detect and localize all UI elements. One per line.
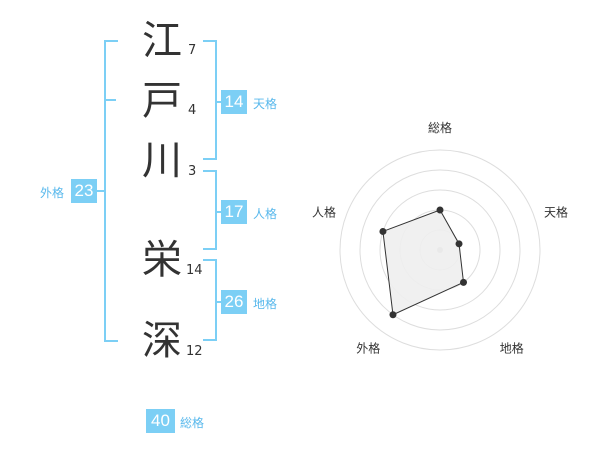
chikaku-connector bbox=[215, 301, 222, 303]
radar-grid-ring bbox=[379, 189, 501, 311]
gaikaku-bracket-tick bbox=[104, 99, 116, 101]
radar-point-3 bbox=[460, 278, 468, 286]
radar-axis-label-3: 地格 bbox=[500, 341, 524, 356]
gaikaku-connector bbox=[97, 190, 106, 192]
name-char-3: 川 bbox=[142, 138, 182, 184]
jinkaku-connector bbox=[215, 211, 222, 213]
chikaku-bracket bbox=[203, 259, 217, 341]
jinkaku-bracket bbox=[203, 170, 217, 250]
radar-point-1 bbox=[436, 206, 444, 214]
radar-axis-label-2: 天格 bbox=[544, 204, 568, 219]
radar-point-4 bbox=[389, 311, 397, 319]
tenkaku-value: 14 bbox=[221, 90, 247, 114]
chikaku-value: 26 bbox=[221, 290, 247, 314]
jinkaku-label: 人格 bbox=[253, 207, 278, 221]
name-char-2: 戸 bbox=[142, 78, 182, 124]
name-char-4: 栄 bbox=[142, 237, 182, 283]
radar-point-2 bbox=[455, 240, 463, 248]
gaikaku-label: 外格 bbox=[40, 186, 65, 200]
tenkaku-bracket bbox=[203, 40, 217, 160]
stroke-count-2: 4 bbox=[188, 103, 197, 118]
stroke-count-4: 14 bbox=[186, 263, 203, 278]
radar-grid-ring bbox=[359, 169, 521, 331]
stroke-count-3: 3 bbox=[188, 164, 197, 179]
gaikaku-value: 23 bbox=[71, 179, 97, 203]
radar-axis-label-5: 人格 bbox=[312, 204, 336, 219]
name-char-5: 深 bbox=[142, 318, 182, 364]
radar-grid-ring bbox=[339, 149, 541, 351]
soukaku-label: 総格 bbox=[180, 416, 205, 430]
stroke-count-1: 7 bbox=[188, 43, 197, 58]
soukaku-value: 40 bbox=[146, 409, 175, 433]
name-char-1: 江 bbox=[142, 18, 182, 64]
radar-point-5 bbox=[379, 227, 387, 235]
stroke-count-5: 12 bbox=[186, 344, 203, 359]
tenkaku-label: 天格 bbox=[253, 97, 278, 111]
radar-axis-label-4: 外格 bbox=[356, 341, 380, 356]
radar-area bbox=[382, 209, 465, 316]
chikaku-label: 地格 bbox=[253, 297, 278, 311]
tenkaku-connector bbox=[215, 101, 222, 103]
jinkaku-value: 17 bbox=[221, 200, 247, 224]
radar-axis-label-1: 総格 bbox=[428, 120, 452, 135]
